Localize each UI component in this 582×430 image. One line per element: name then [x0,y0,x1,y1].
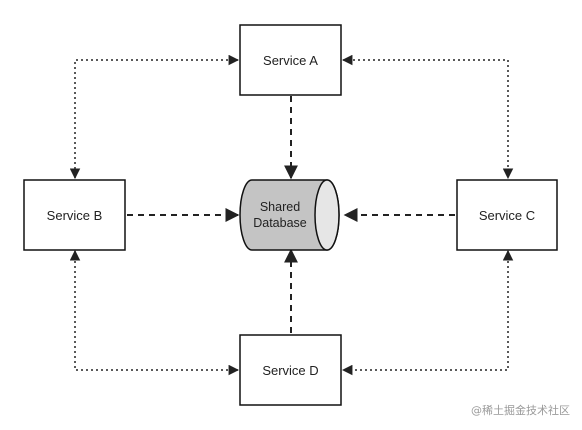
service-c-label: Service C [479,208,535,223]
connector-a-b [69,54,240,180]
watermark-text: @稀土掘金技术社区 [471,403,570,417]
database-label-line2: Database [253,216,307,230]
connector-a-c [341,54,514,180]
service-d-label: Service D [262,363,318,378]
database-cylinder-end [314,179,340,251]
service-b-label: Service B [47,208,103,223]
database-label-line1: Shared [260,200,300,214]
service-a-node: Service A [239,24,342,96]
service-d-node: Service D [239,334,342,406]
connector-b-d [69,249,240,376]
shared-database-node: Shared Database [239,179,340,251]
service-b-node: Service B [23,179,126,251]
connector-c-d [341,249,514,376]
service-c-node: Service C [456,179,558,251]
service-a-label: Service A [263,53,318,68]
